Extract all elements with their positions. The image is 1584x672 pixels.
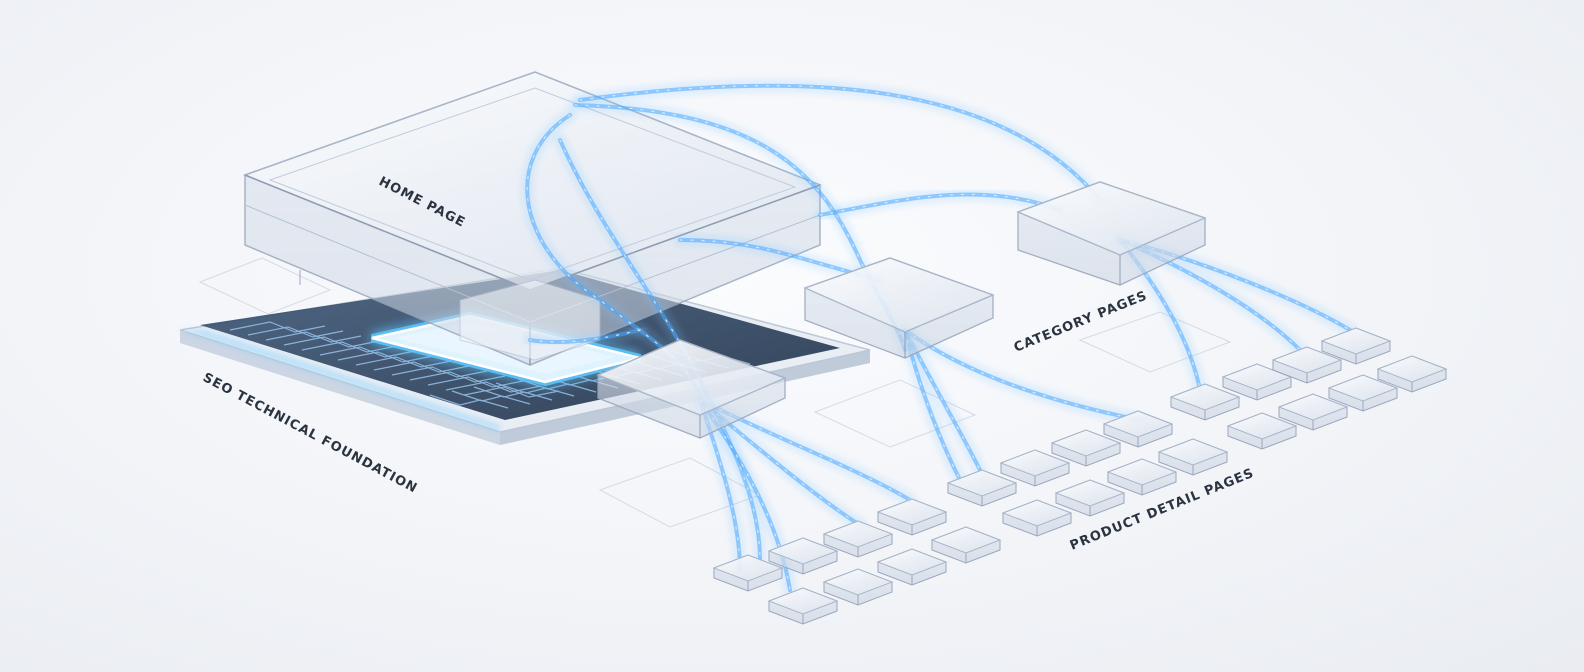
circuit-trace xyxy=(265,331,362,343)
circuit-trace xyxy=(319,346,416,358)
product-tiles xyxy=(712,327,1448,625)
product-page-tile xyxy=(1102,410,1174,448)
circuit-trace xyxy=(301,341,398,353)
circuit-trace xyxy=(495,382,575,397)
product-page-tile xyxy=(712,554,784,592)
product-page-tile xyxy=(822,568,894,606)
circuit-trace xyxy=(473,386,553,401)
fiber-sparkle xyxy=(579,85,1101,201)
circuit-traces xyxy=(229,321,751,409)
category-node-right xyxy=(1016,181,1207,286)
fiber-sparkle xyxy=(559,139,761,561)
product-page-tile xyxy=(1271,346,1343,384)
product-page-tile xyxy=(1169,383,1241,421)
circuit-trace xyxy=(429,394,509,409)
category-pages-label: CATEGORY PAGES xyxy=(1012,288,1150,355)
fiber-sparkle xyxy=(904,329,961,481)
circuit-trace xyxy=(229,321,326,333)
product-page-tile xyxy=(1376,355,1448,393)
product-page-tile xyxy=(876,498,948,536)
product-page-tile xyxy=(767,537,839,575)
product-page-tile xyxy=(1050,429,1122,467)
category-node-mid xyxy=(596,339,787,439)
floor-grid xyxy=(198,257,1232,528)
circuit-trace xyxy=(391,366,488,378)
circuit-trace xyxy=(247,326,344,338)
circuit-trace xyxy=(451,390,531,405)
fiber-sparkle xyxy=(1119,239,1351,331)
category-node-center xyxy=(803,257,995,359)
circuit-trace xyxy=(355,356,452,368)
product-page-tile xyxy=(930,526,1002,564)
product-page-tile xyxy=(767,587,839,625)
circuit-trace xyxy=(337,351,434,363)
product-page-tile xyxy=(1157,438,1229,476)
product-page-tile xyxy=(1226,412,1298,450)
product-page-tile xyxy=(946,469,1018,507)
fiber-sparkle xyxy=(819,193,1061,216)
fiber-sparkle xyxy=(529,329,641,343)
product-page-tile xyxy=(1327,374,1399,412)
circuit-trace xyxy=(463,386,560,398)
product-page-tile xyxy=(1106,458,1178,496)
product-page-tile xyxy=(1277,393,1349,431)
product-page-tile xyxy=(822,520,894,558)
circuit-trace xyxy=(517,378,597,393)
product-page-tile xyxy=(1320,327,1392,365)
fiber-sparkle xyxy=(699,399,791,591)
circuit-trace xyxy=(445,381,542,393)
fiber-sparkle xyxy=(904,329,981,471)
fiber-sparkle xyxy=(526,114,701,401)
circuit-trace xyxy=(373,361,470,373)
product-page-tile xyxy=(999,449,1071,487)
circuit-trace xyxy=(409,371,506,383)
product-page-tile xyxy=(1054,479,1126,517)
circuit-trace xyxy=(427,376,524,388)
product-page-tile xyxy=(1001,499,1073,537)
product-page-tile xyxy=(876,548,948,586)
circuit-trace xyxy=(283,336,380,348)
